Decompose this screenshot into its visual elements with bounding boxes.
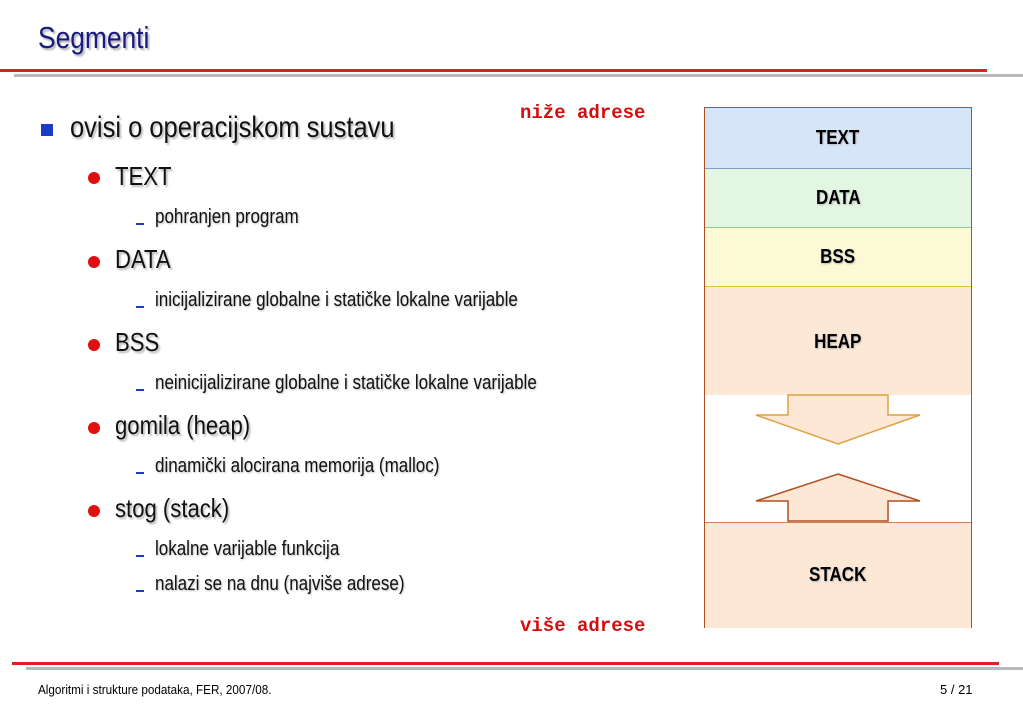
- sub-bullet-stack-2: nalazi se na dnu (najviše adrese): [155, 573, 405, 595]
- bullet-stack: stog (stack): [115, 493, 230, 523]
- segment-stack: STACK: [705, 522, 971, 628]
- dot-bullet-icon: [88, 256, 100, 268]
- stack-growth-up-arrow-icon: [755, 473, 921, 522]
- segment-stack-label: STACK: [809, 564, 867, 586]
- square-bullet-icon: [41, 124, 53, 136]
- sub-bullet-text: pohranjen program: [155, 206, 299, 228]
- sub-bullet-data: inicijalizirane globalne i statičke loka…: [155, 289, 518, 311]
- lower-addresses-label: niže adrese: [520, 102, 646, 124]
- segment-data: DATA: [705, 169, 971, 228]
- main-bullet: ovisi o operacijskom sustavu: [70, 111, 395, 144]
- segment-text: TEXT: [705, 108, 971, 169]
- footer-course: Algoritmi i strukture podataka, FER, 200…: [38, 682, 272, 697]
- segment-heap-label: HEAP: [814, 331, 862, 353]
- segment-text-label: TEXT: [816, 126, 860, 149]
- footer-page-number: 5 / 21: [940, 682, 973, 697]
- sub-bullet-stack-1: lokalne varijable funkcija: [155, 538, 340, 560]
- title-divider-gray: [14, 74, 1023, 77]
- footer-divider-red: [12, 662, 999, 665]
- bullet-data: DATA: [115, 244, 171, 274]
- segment-heap: HEAP: [705, 287, 971, 395]
- dot-bullet-icon: [88, 422, 100, 434]
- dash-bullet-icon: [136, 555, 144, 557]
- heap-growth-down-arrow-icon: [755, 394, 921, 445]
- dash-bullet-icon: [136, 306, 144, 308]
- dash-bullet-icon: [136, 389, 144, 391]
- bullet-heap: gomila (heap): [115, 410, 251, 440]
- bullet-text: TEXT: [115, 161, 172, 191]
- segment-data-label: DATA: [815, 186, 861, 209]
- segment-bss: BSS: [705, 228, 971, 287]
- sub-bullet-heap: dinamički alocirana memorija (malloc): [155, 455, 440, 477]
- footer-divider-gray: [26, 667, 1023, 670]
- dot-bullet-icon: [88, 172, 100, 184]
- higher-addresses-label: više adrese: [520, 615, 646, 637]
- sub-bullet-bss: neinicijalizirane globalne i statičke lo…: [155, 372, 537, 394]
- dot-bullet-icon: [88, 505, 100, 517]
- dash-bullet-icon: [136, 590, 144, 592]
- growth-arrows: [755, 394, 921, 522]
- segment-bss-label: BSS: [820, 245, 856, 268]
- title-divider-red: [0, 69, 987, 72]
- slide-title: Segmenti: [38, 20, 150, 55]
- dash-bullet-icon: [136, 472, 144, 474]
- dot-bullet-icon: [88, 339, 100, 351]
- dash-bullet-icon: [136, 223, 144, 225]
- bullet-bss: BSS: [115, 327, 160, 357]
- memory-layout-diagram: TEXT DATA BSS HEAP STACK: [704, 107, 972, 628]
